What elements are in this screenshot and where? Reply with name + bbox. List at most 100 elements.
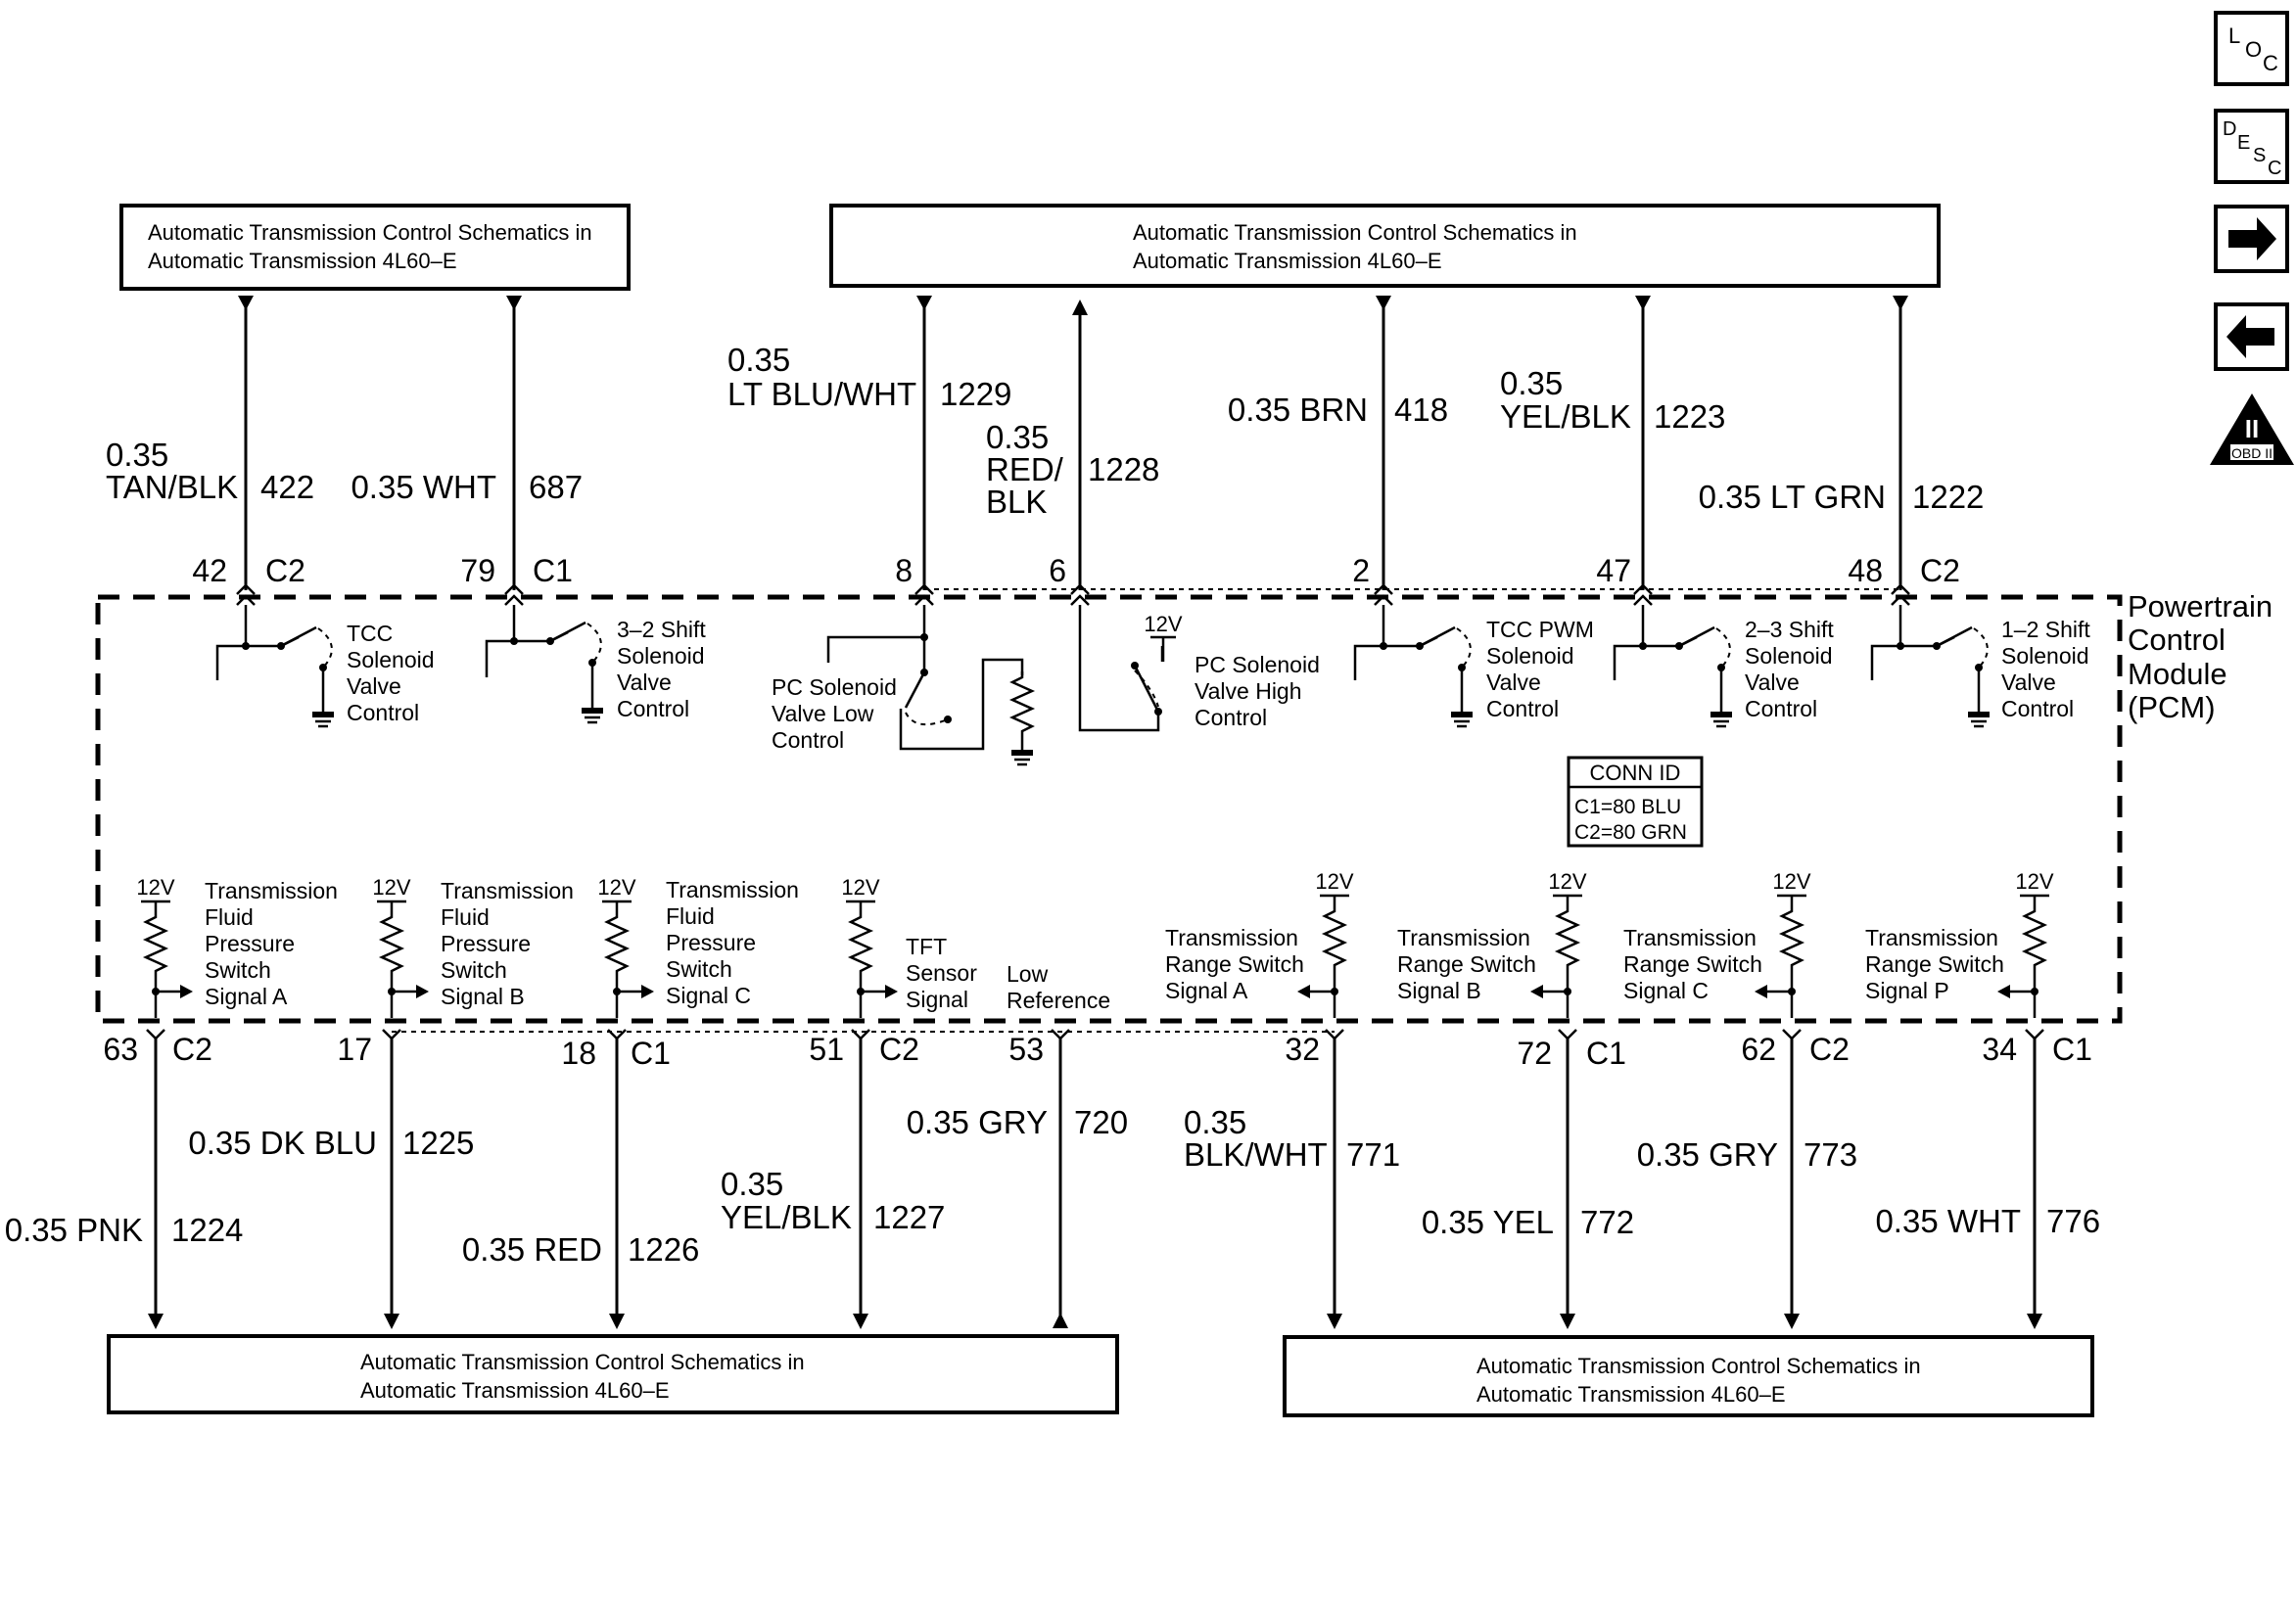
component-label: Signal C [666,983,751,1008]
wire-gauge: 0.35 GRY [907,1104,1048,1140]
desc-letter-c: C [2268,158,2281,179]
wire-color: RED/ [986,451,1064,487]
box-text-line: Automatic Transmission Control Schematic… [1476,1354,1921,1378]
tfp-switch-a-input: 12V Transmission Fluid Pressure Switch S… [136,875,338,1018]
wire-gauge: 0.35 [106,437,168,473]
next-arrow-button[interactable] [2214,205,2289,273]
wire-circuit: 773 [1804,1136,1857,1173]
component-label: Pressure [441,931,531,956]
component-label: Control [617,696,689,721]
back-arrow-button[interactable] [2214,302,2289,371]
component-label: Control [347,700,419,725]
wire-gauge: 0.35 WHT [351,469,496,505]
wire-circuit: 771 [1346,1136,1400,1173]
top-right-schematic-box[interactable]: Automatic Transmission Control Schematic… [829,204,1941,288]
component-label: 3–2 Shift [617,617,706,642]
component-label: Signal B [1397,978,1481,1003]
wire-label-3-2-shift: 0.35 WHT 687 79 C1 [351,469,583,588]
component-label: Solenoid [1745,643,1833,669]
component-label: PC Solenoid [1195,652,1320,677]
obd-ii-icon[interactable]: II OBD II [2210,393,2294,465]
component-label: Fluid [666,903,715,929]
desc-button[interactable]: D E S C [2214,109,2289,184]
component-label: Switch [205,957,271,983]
wire-gauge: 0.35 GRY [1637,1136,1778,1173]
desc-letter-e: E [2237,132,2250,154]
supply-voltage: 12V [136,875,174,900]
wire-circuit: 1226 [628,1231,699,1268]
pin-number: 72 [1517,1036,1552,1071]
conn-id-box: CONN ID C1=80 BLU C2=80 GRN [1567,756,1704,848]
component-label: Fluid [441,904,490,930]
wire-gauge: 0.35 YEL [1422,1204,1554,1240]
conn-id-c1: C1=80 BLU [1574,796,1681,818]
wire-gauge: 0.35 [1184,1104,1246,1140]
box-text-line: Automatic Transmission Control Schematic… [148,220,592,245]
wire-circuit: 687 [529,469,583,505]
connector-id: C1 [1586,1036,1626,1071]
wire-gauge: 0.35 BRN [1228,392,1368,428]
tfp-switch-c-input: 12V Transmission Fluid Pressure Switch S… [597,875,799,1018]
bottom-right-schematic-box[interactable]: Automatic Transmission Control Schematic… [1283,1335,2094,1417]
wire-circuit: 772 [1580,1204,1634,1240]
wire-circuit: 418 [1394,392,1448,428]
component-label: Range Switch [1165,951,1304,977]
conn-id-title: CONN ID [1590,761,1681,785]
pin-number: 2 [1352,553,1370,588]
component-label: Sensor [906,960,977,986]
wire-label-pc-low: 0.35 LT BLU/WHT 1229 8 [727,342,1011,588]
wire-gauge: 0.35 [1500,365,1563,401]
connector-id: C1 [631,1036,671,1071]
wire-gauge: 0.35 WHT [1875,1203,2021,1239]
component-label: Signal A [1165,978,1248,1003]
supply-voltage: 12V [1772,869,1810,894]
wire-label-pin-51: 51 C2 0.35 YEL/BLK 1227 [721,1032,945,1235]
component-label: Valve [1745,670,1800,695]
component-label: 1–2 Shift [2001,617,2090,642]
component-label: Switch [666,956,732,982]
conn-id-c2: C2=80 GRN [1574,821,1687,844]
supply-voltage: 12V [597,875,635,900]
component-label: Transmission [1165,925,1298,950]
wire-label-pin-18: 18 C1 0.35 RED 1226 [462,1036,700,1268]
pcm-module: Powertrain Control Module (PCM) [95,589,2273,1024]
connector-id: C2 [879,1032,919,1067]
bottom-left-schematic-box[interactable]: Automatic Transmission Control Schematic… [107,1334,1119,1414]
wire-circuit: 1229 [940,376,1011,412]
connector-id: C2 [1920,553,1960,588]
pin-number: 8 [895,553,913,588]
box-text-line: Automatic Transmission 4L60–E [1133,249,1442,273]
2-3-shift-solenoid-driver: 2–3 Shift Solenoid Valve Control [1613,605,1834,726]
component-label: Transmission [1623,925,1757,950]
connector-id: C2 [265,553,305,588]
loc-button[interactable]: L O C [2214,11,2289,86]
pin-number: 51 [809,1032,844,1067]
pin-number: 62 [1741,1032,1776,1067]
wire-label-pin-32: 32 0.35 BLK/WHT 771 [1184,1032,1400,1173]
wire-color: TAN/BLK [106,469,238,505]
pin-number: 79 [460,553,495,588]
wire-circuit: 1225 [402,1125,474,1161]
wire-circuit: 1222 [1912,479,1984,515]
connector-id: C2 [172,1032,212,1067]
top-left-schematic-box[interactable]: Automatic Transmission Control Schematic… [119,204,631,291]
wire-gauge: 0.35 [721,1166,783,1202]
tfp-switch-b-input: 12V Transmission Fluid Pressure Switch S… [372,875,574,1018]
box-text-line: Automatic Transmission Control Schematic… [360,1350,805,1374]
component-label: Low [1007,961,1049,987]
wire-color: BLK/WHT [1184,1136,1328,1173]
pin-number: 6 [1049,553,1066,588]
wire-circuit: 720 [1074,1104,1128,1140]
wire-gauge: 0.35 [727,342,790,378]
pin-number: 47 [1596,553,1631,588]
component-label: PC Solenoid [772,674,897,700]
supply-voltage: 12V [1548,869,1586,894]
trs-signal-a-input: 12V Transmission Range Switch Signal A [1165,869,1354,1018]
obd-numeral: II [2245,414,2259,443]
wire-label-pin-72: 72 C1 0.35 YEL 772 [1422,1036,1634,1240]
wire-label-pin-63: 63 C2 0.35 PNK 1224 [5,1032,244,1248]
desc-letter-s: S [2253,145,2266,166]
wire-gauge: 0.35 [986,419,1049,455]
wire-color: LT BLU/WHT [727,376,916,412]
